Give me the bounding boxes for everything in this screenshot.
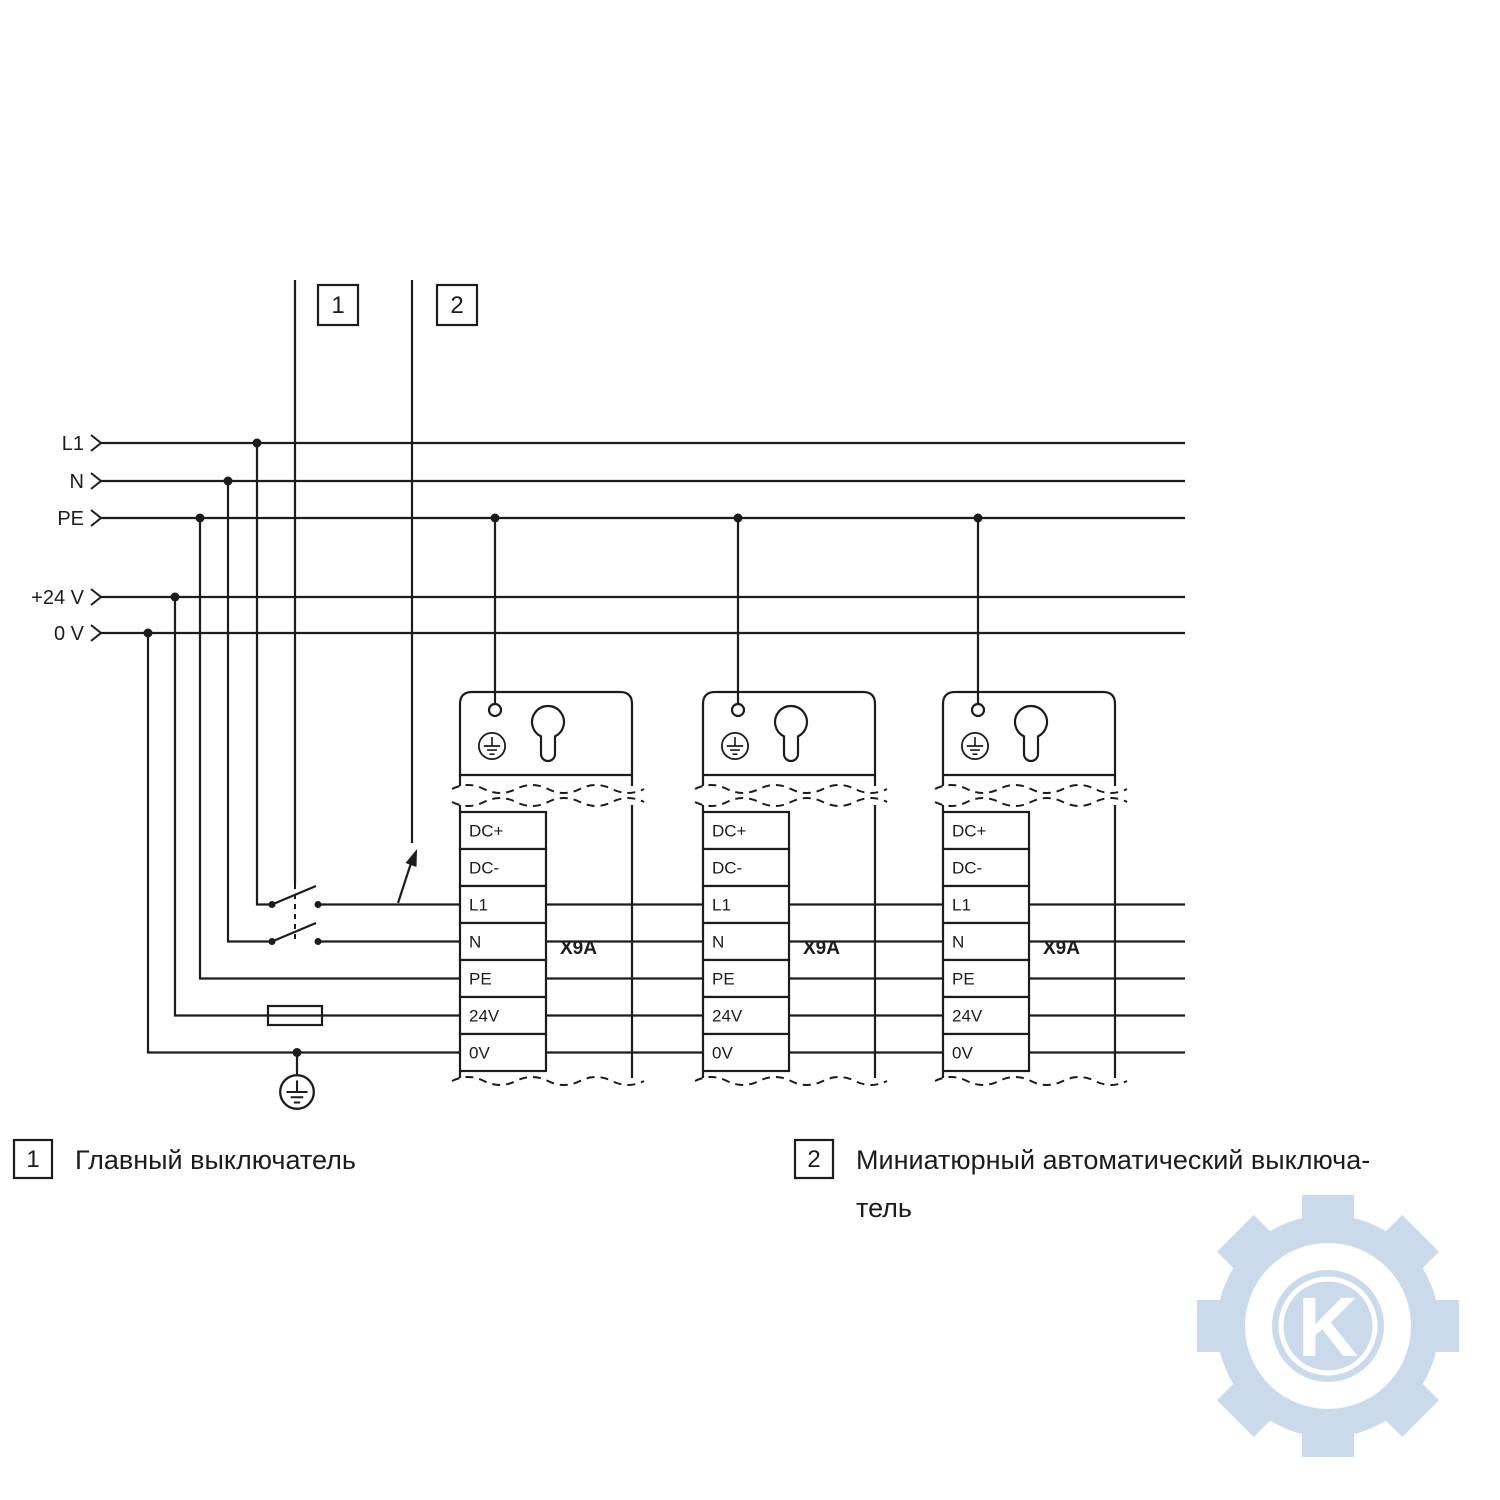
ground-tap xyxy=(279,1048,315,1110)
switch-contact-dot xyxy=(268,938,276,945)
gear-inner-ring xyxy=(1278,1276,1378,1376)
bus-label-pe: PE xyxy=(57,508,84,530)
gear-center-disc xyxy=(1272,1270,1384,1382)
junction-dot xyxy=(170,592,180,602)
switch-contact-dot xyxy=(314,901,322,908)
switch-contact-dot xyxy=(314,938,322,945)
junction-dot xyxy=(195,513,205,523)
callout-box-2 xyxy=(435,283,479,327)
callout-number-2: 2 xyxy=(450,292,463,319)
legend-number-2: 2 xyxy=(807,1146,820,1173)
miniature-circuit-breaker-icon xyxy=(396,849,417,904)
callout-number-1: 1 xyxy=(331,292,344,319)
connector-chevron-icon xyxy=(90,509,103,527)
junction-dot xyxy=(223,476,233,486)
connector-chevron-icon xyxy=(90,472,103,490)
breaker-arrowhead xyxy=(405,849,417,867)
device-module-2 xyxy=(695,514,887,1086)
device-module-1 xyxy=(452,514,644,1086)
legend-text-2-line1: Миниатюрный автоматический выключа- xyxy=(856,1145,1370,1175)
watermark-letter: K xyxy=(1298,1280,1359,1374)
connector-chevron-icon xyxy=(90,434,103,452)
bus-label-0v: 0 V xyxy=(54,623,85,645)
gear-ring xyxy=(1217,1215,1439,1437)
legend: 1 Главный выключатель 2 Миниатюрный авто… xyxy=(12,1138,1370,1223)
fuse-icon xyxy=(266,1004,324,1027)
24v-wire xyxy=(173,597,1185,1017)
n-drop-wire xyxy=(226,481,272,943)
brand-watermark-gear-logo: K xyxy=(1197,1195,1459,1457)
main-switch-symbol xyxy=(268,884,322,945)
connector-chevron-icon xyxy=(90,624,103,642)
pe-wire xyxy=(198,518,1185,980)
bus-label-l1: L1 xyxy=(62,433,84,455)
legend-number-1: 1 xyxy=(26,1146,39,1173)
0v-wire xyxy=(146,633,1185,1054)
supply-bus-lines: L1 N PE +24 V 0 V xyxy=(31,433,1185,645)
connector-chevron-icon xyxy=(90,588,103,606)
bus-label-n: N xyxy=(70,471,84,493)
switch-contact-dot xyxy=(268,901,276,908)
legend-box-1 xyxy=(12,1138,54,1180)
callout-box-1 xyxy=(316,283,360,327)
junction-dot xyxy=(143,628,153,638)
bus-label-24v: +24 V xyxy=(31,587,84,609)
legend-text-2-line2: тель xyxy=(856,1193,912,1223)
switch-blade-n xyxy=(271,921,317,943)
device-module-3 xyxy=(935,514,1127,1086)
legend-text-1: Главный выключатель xyxy=(75,1145,356,1175)
earth-ground-icon xyxy=(279,1074,315,1110)
junction-dot xyxy=(252,438,262,448)
l1-drop-wire xyxy=(255,443,272,906)
legend-box-2 xyxy=(793,1138,835,1180)
callouts: 1 2 xyxy=(293,280,479,885)
